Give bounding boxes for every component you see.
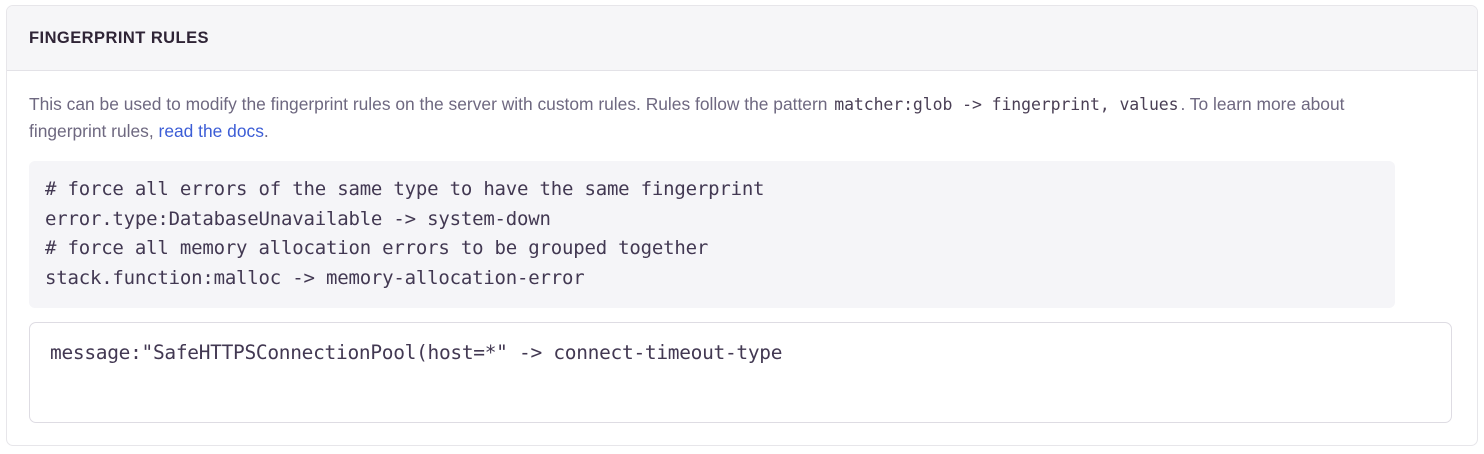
panel-body: This can be used to modify the fingerpri… <box>7 71 1477 423</box>
fingerprint-rules-input[interactable] <box>29 322 1452 423</box>
inline-code-pattern: matcher:glob -> fingerprint, values <box>834 95 1179 114</box>
panel-header: FINGERPRINT RULES <box>7 6 1477 71</box>
example-rules-code-block: # force all errors of the same type to h… <box>29 161 1395 308</box>
page-title: FINGERPRINT RULES <box>29 28 209 47</box>
read-the-docs-link[interactable]: read the docs <box>158 121 264 141</box>
description-text-before: This can be used to modify the fingerpri… <box>29 94 833 114</box>
panel-description: This can be used to modify the fingerpri… <box>29 91 1399 145</box>
description-text-after: . To learn more about fingerprint rules, <box>29 94 1345 141</box>
fingerprint-rules-panel: FINGERPRINT RULES This can be used to mo… <box>6 5 1478 446</box>
description-trailing-period: . <box>263 121 269 141</box>
